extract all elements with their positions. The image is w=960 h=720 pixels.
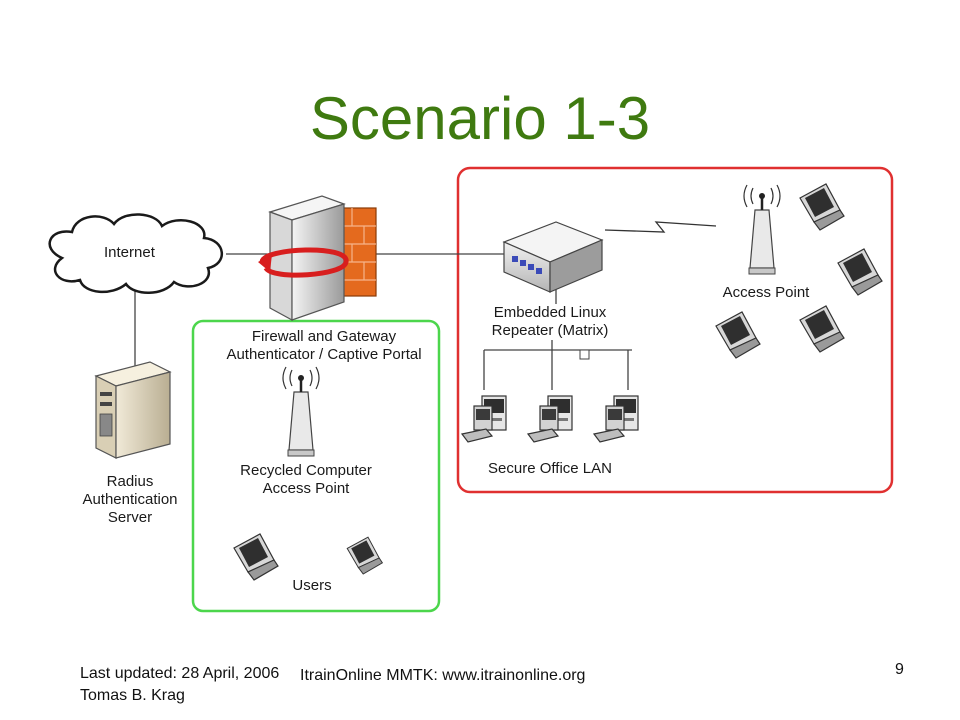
firewall-label-line2: Authenticator / Captive Portal [226,346,422,363]
laptop-icon [346,536,383,575]
antenna-icon [281,365,321,458]
secure-zone-boundary [456,166,894,494]
repeater-box-icon [502,221,604,293]
slide-title: Scenario 1-3 [309,85,651,152]
radius-label-line1: Radius [106,473,154,490]
office-lan-label: Secure Office LAN [488,460,612,477]
page-number: 9 [895,661,904,678]
users-label: Users [292,577,332,594]
internet-label: Internet [104,244,155,261]
server-tower-icon [94,361,172,459]
server-tower-icon [258,195,349,322]
repeater-label-line1: Embedded Linux [493,304,607,321]
footer-org: ItrainOnline MMTK: www.itrainonline.org [300,667,586,684]
footer-updated: Last updated: 28 April, 2006 [80,665,280,682]
laptop-icon [715,311,761,359]
firewall-label-line1: Firewall and Gateway [251,328,397,345]
desktop-computer-icon [461,395,507,443]
recycled-ap-label-line2: Access Point [262,480,350,497]
user-zone-boundary [191,319,441,613]
radius-label-line3: Server [107,509,153,526]
recycled-ap-label-line1: Recycled Computer [240,462,372,479]
desktop-computer-icon [527,395,573,443]
connector-square [579,349,590,360]
desktop-computer-icon [593,395,639,443]
laptop-icon [799,305,845,353]
wireless-link-icon [604,221,717,233]
laptop-icon [799,183,845,231]
laptop-icon [837,248,883,296]
antenna-icon [742,183,782,276]
repeater-label-line2: Repeater (Matrix) [491,322,609,339]
cloud-icon [48,213,224,294]
radius-label-line2: Authentication [82,491,178,508]
access-point-label: Access Point [722,284,810,301]
laptop-icon [233,533,279,581]
footer-author: Tomas B. Krag [80,687,185,704]
